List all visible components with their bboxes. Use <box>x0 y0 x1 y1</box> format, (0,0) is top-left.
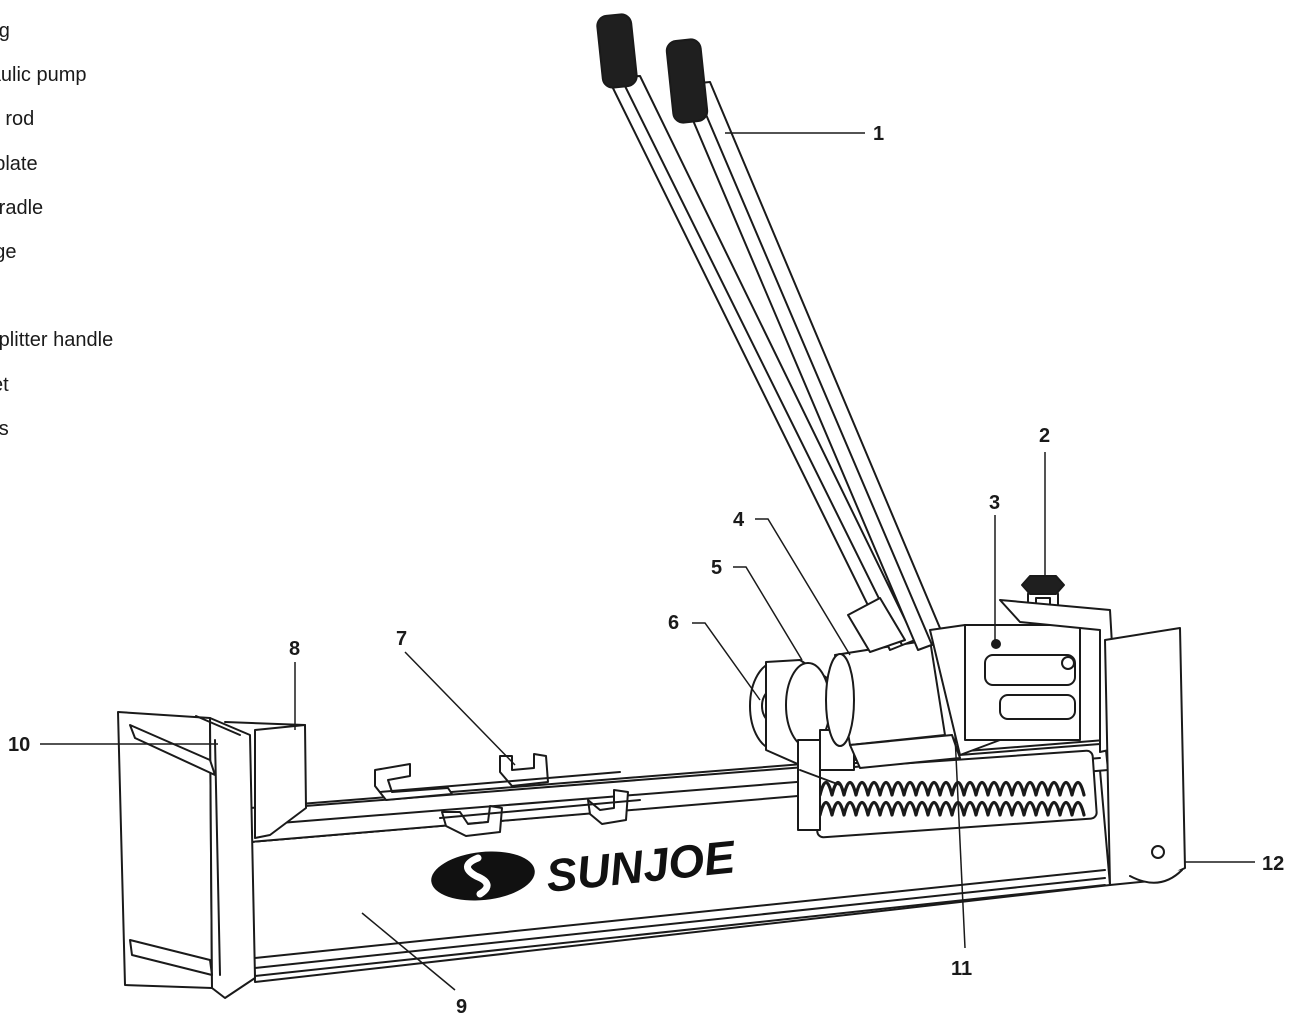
legend-item-label: cket <box>0 373 9 396</box>
callout-9: 9 <box>456 996 467 1017</box>
callout-6: 6 <box>668 612 679 634</box>
callout-7: 7 <box>396 628 407 650</box>
callout-2: 2 <box>1039 425 1050 447</box>
legend-item: ton rod <box>0 104 113 148</box>
rear-bracket <box>999 599 1186 886</box>
return-spring <box>812 749 1098 839</box>
callout-8: 8 <box>289 638 300 660</box>
legend-item-label: edge <box>0 240 17 263</box>
callout-leaders <box>40 132 1255 991</box>
oil-plug <box>991 639 1001 649</box>
legend-item: plug <box>0 16 113 60</box>
callout-3: 3 <box>989 492 1000 514</box>
end-frame <box>117 711 256 999</box>
legend-item: g splitter handle <box>0 325 113 369</box>
callout-12: 12 <box>1262 853 1284 875</box>
callout-numbers: 1 2 3 4 5 6 7 8 9 10 11 12 <box>8 123 1284 1017</box>
legend-item: eels <box>0 414 113 458</box>
callout-10: 10 <box>8 734 30 756</box>
legend-item-label: m plate <box>0 152 38 175</box>
ram-plate <box>749 659 855 831</box>
piston-housing <box>825 639 961 769</box>
legend-item: g cradle <box>0 193 113 237</box>
legend-item: cket <box>0 370 113 414</box>
legend-item-label: draulic pump <box>0 64 87 87</box>
legend-item-label: plug <box>0 20 10 42</box>
hydraulic-pump <box>929 624 1081 756</box>
legend-item: m plate <box>0 149 113 193</box>
callout-11: 11 <box>951 958 972 980</box>
legend-item-label: g cradle <box>0 196 44 219</box>
callout-4: 4 <box>733 509 745 531</box>
callout-1: 1 <box>873 123 884 145</box>
legend-item-label: ton rod <box>0 108 35 131</box>
handle <box>596 13 946 653</box>
legend-item-label: g splitter handle <box>0 329 114 352</box>
wedge <box>224 721 307 839</box>
legend-item-label: eels <box>0 417 9 440</box>
callout-5: 5 <box>711 557 722 579</box>
legend-item: edge <box>0 237 113 281</box>
legend-item: draulic pump <box>0 60 113 104</box>
parts-legend: plug draulic pump ton rod m plate g crad… <box>0 16 113 458</box>
